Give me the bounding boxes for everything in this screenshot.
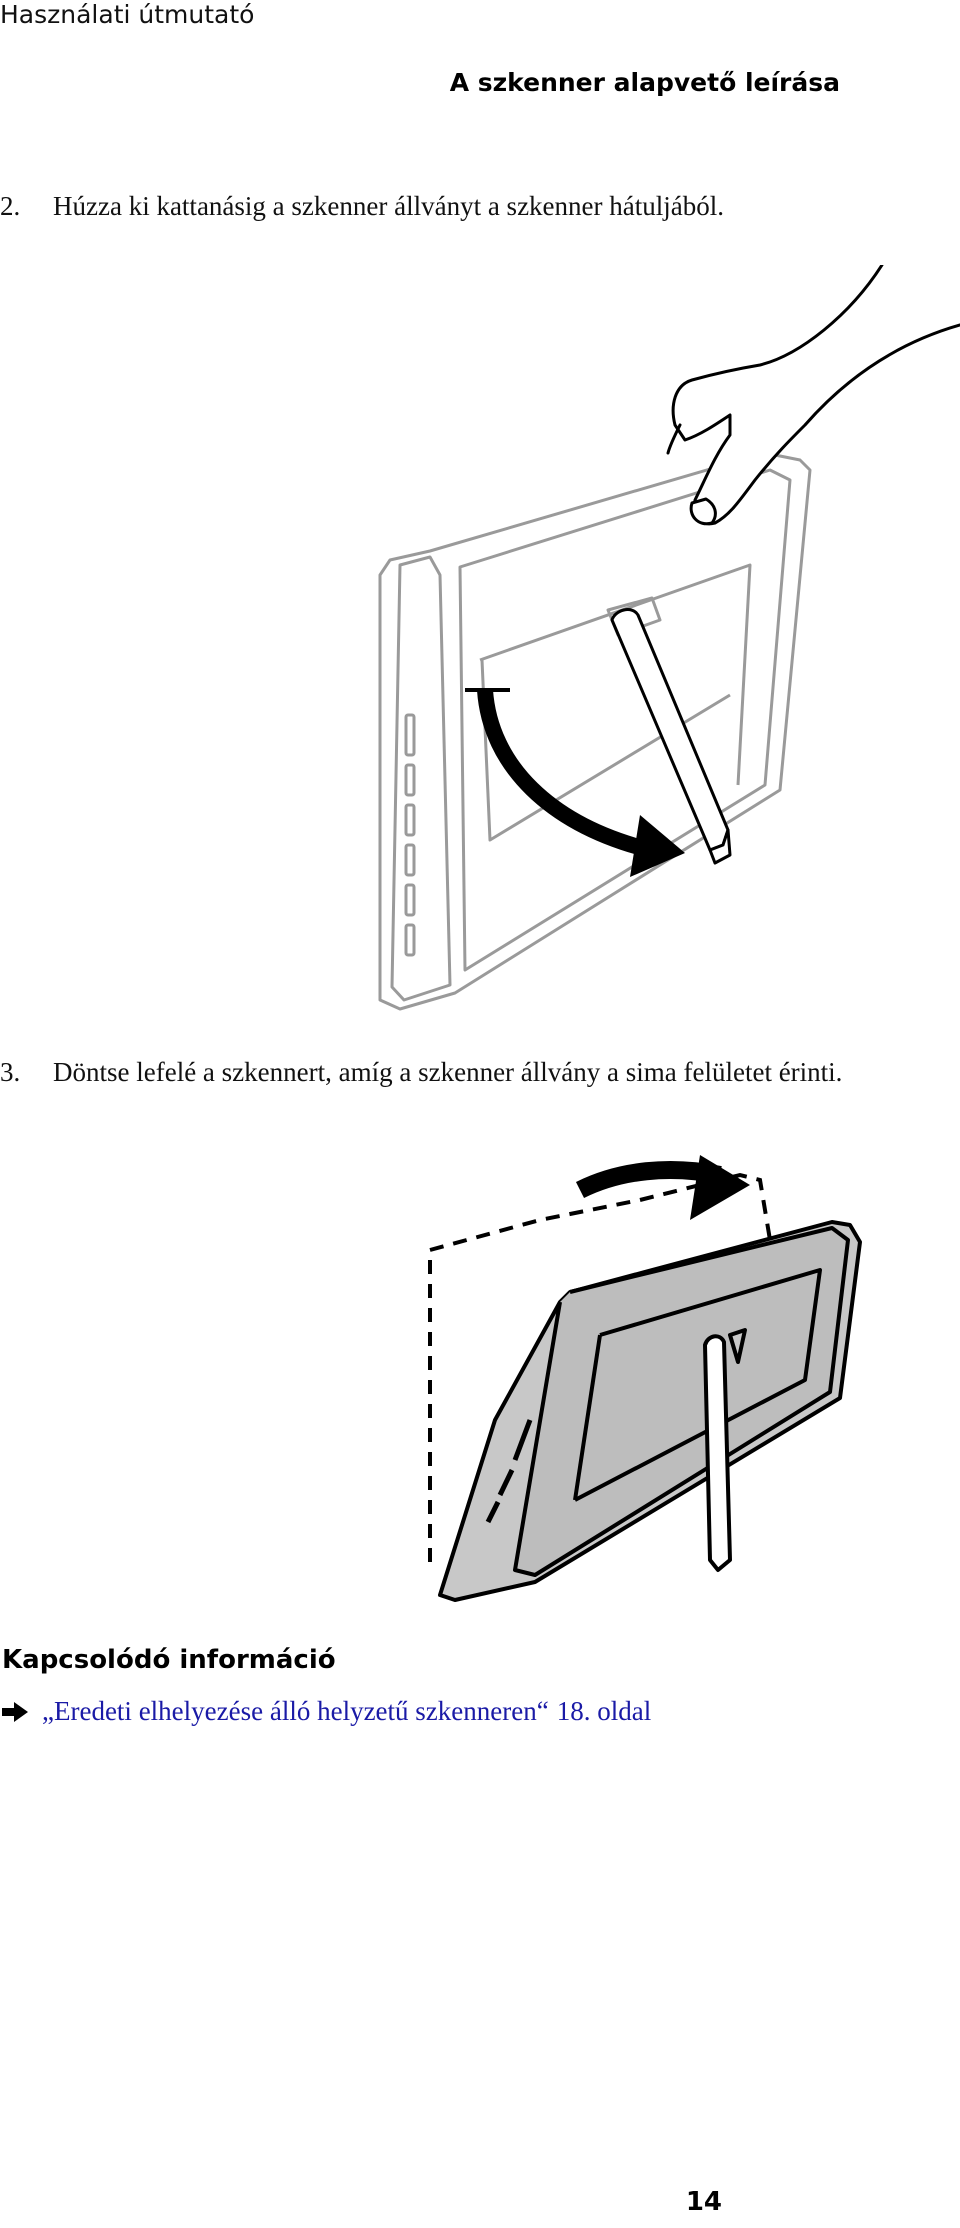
related-page-ref[interactable]: 18. oldal bbox=[556, 1696, 652, 1726]
step-3: 3. Döntse lefelé a szkennert, amíg a szk… bbox=[0, 1057, 842, 1088]
page-number: 14 bbox=[685, 2187, 722, 2217]
scanner-stand-pull-illustration bbox=[378, 265, 960, 1011]
step-text: Döntse lefelé a szkennert, amíg a szkenn… bbox=[53, 1057, 843, 1087]
related-link-row: „Eredeti elhelyezése álló helyzetű szken… bbox=[0, 1696, 651, 1727]
step-text: Húzza ki kattanásig a szkenner állványt … bbox=[53, 191, 724, 221]
manual-title: Használati útmutató bbox=[0, 0, 255, 29]
section-title: A szkenner alapvető leírása bbox=[449, 68, 840, 97]
arrow-right-icon bbox=[2, 1701, 28, 1722]
step-number: 2. bbox=[0, 191, 21, 221]
step-2: 2. Húzza ki kattanásig a szkenner állván… bbox=[0, 191, 724, 222]
related-info-heading: Kapcsolódó információ bbox=[2, 1645, 336, 1675]
step-number: 3. bbox=[0, 1057, 21, 1087]
related-link[interactable]: „Eredeti elhelyezése álló helyzetű szken… bbox=[42, 1696, 549, 1726]
scanner-tilt-illustration bbox=[428, 1155, 862, 1602]
